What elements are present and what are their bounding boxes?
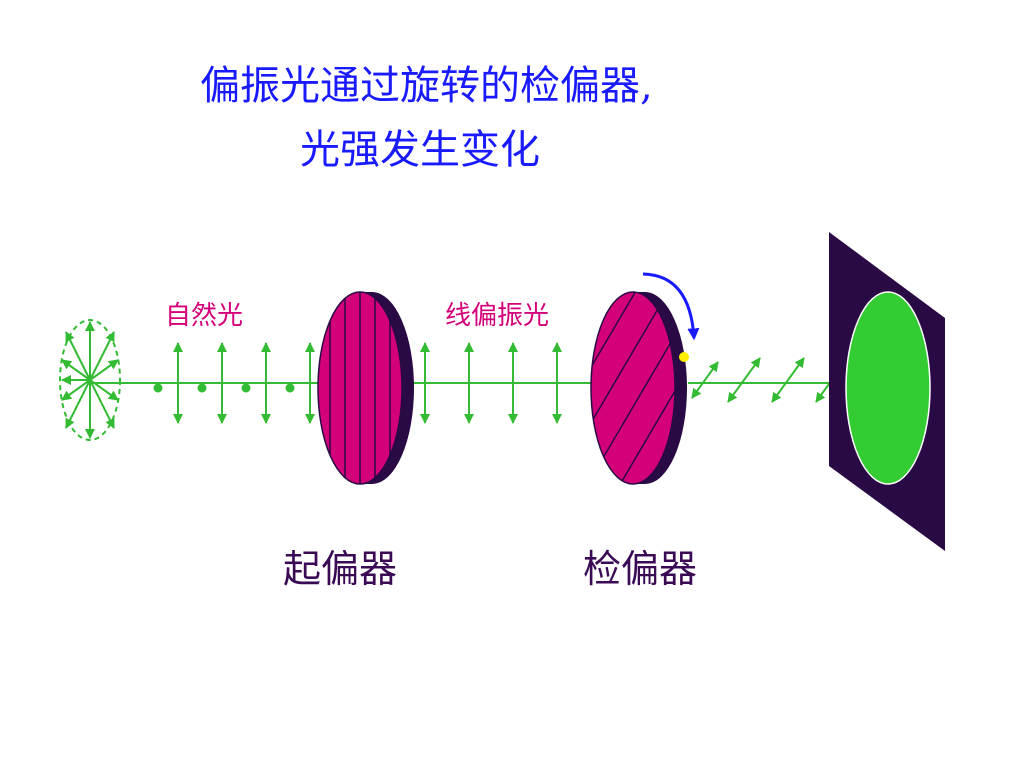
source-ray	[65, 331, 91, 381]
light-spot	[845, 291, 931, 485]
source-ray	[89, 331, 115, 381]
source-ray	[89, 359, 119, 381]
analyzer-label: 检偏器	[583, 547, 698, 591]
rotation-marker-dot	[679, 352, 689, 362]
vibration-dot	[241, 383, 251, 393]
transmitted-light-vibrations	[691, 357, 843, 403]
polarizer-label: 起偏器	[283, 547, 398, 591]
vibration-arrow	[771, 357, 805, 403]
vibration-arrow	[727, 357, 761, 403]
vibration-dot	[285, 383, 295, 393]
title-line-1: 偏振光通过旋转的检偏器,	[200, 63, 653, 109]
source-ray	[65, 379, 91, 429]
natural-light-label: 自然光	[165, 301, 244, 331]
source-ray	[61, 359, 91, 381]
curved-arrow-icon	[642, 272, 700, 341]
source-ray	[61, 379, 91, 401]
polarizer-disc	[317, 291, 414, 485]
title-line-2: 光强发生变化	[300, 127, 540, 173]
vibration-dot	[153, 383, 163, 393]
source-ray	[89, 379, 115, 429]
linear-light-vibrations	[420, 342, 562, 424]
natural-light-vibrations	[153, 342, 315, 424]
screen	[829, 232, 945, 551]
analyzer-disc-face	[590, 291, 676, 485]
analyzer-disc	[590, 291, 687, 485]
vibration-arrow	[691, 361, 719, 399]
vibration-dot	[197, 383, 207, 393]
natural-light-source	[59, 319, 121, 441]
linear-polarized-light-label: 线偏振光	[445, 301, 550, 331]
source-outline	[59, 319, 121, 441]
